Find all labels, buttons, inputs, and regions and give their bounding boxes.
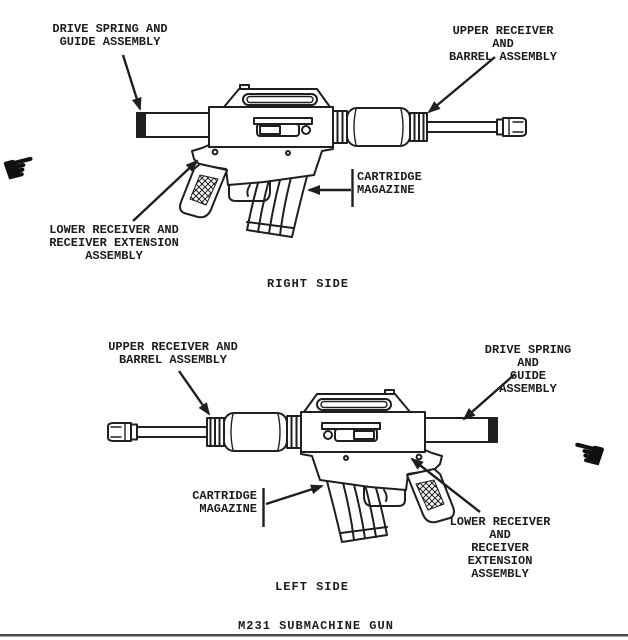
arrow-upper-receiver-left-view [178, 370, 211, 416]
label-cartridge-magazine-right-view: CARTRIDGE MAGAZINE [357, 170, 422, 197]
bottom-rule [0, 634, 628, 637]
label-drive-spring-left-view: DRIVE SPRING AND GUIDE ASSEMBLY [484, 343, 572, 396]
arrow-drive-spring-left-view [462, 373, 516, 421]
label-upper-receiver-right-view: UPPER RECEIVER AND BARREL ASSEMBLY [448, 24, 558, 64]
arrow-cartridge-magazine-left-view [265, 484, 324, 506]
caption-left-side: LEFT SIDE [275, 580, 349, 594]
label-lower-receiver-right-view: LOWER RECEIVER AND RECEIVER EXTENSION AS… [49, 223, 179, 263]
arrow-lower-receiver-left-view [410, 457, 481, 513]
label-upper-receiver-left-view: UPPER RECEIVER AND BARREL ASSEMBLY [108, 340, 238, 367]
arrow-lower-receiver-right-view [132, 159, 199, 222]
caption-right-side: RIGHT SIDE [266, 277, 350, 291]
label-cartridge-magazine-left-view: CARTRIDGE MAGAZINE [192, 489, 257, 516]
arrow-upper-receiver-right-view [427, 56, 496, 114]
label-drive-spring-right-view: DRIVE SPRING AND GUIDE ASSEMBLY [52, 22, 168, 49]
arrow-drive-spring-right-view [121, 54, 142, 111]
label-lower-receiver-left-view: LOWER RECEIVER AND RECEIVER EXTENSION AS… [449, 515, 551, 581]
figure-title: M231 SUBMACHINE GUN [238, 619, 394, 633]
leader-arrows [121, 54, 516, 527]
